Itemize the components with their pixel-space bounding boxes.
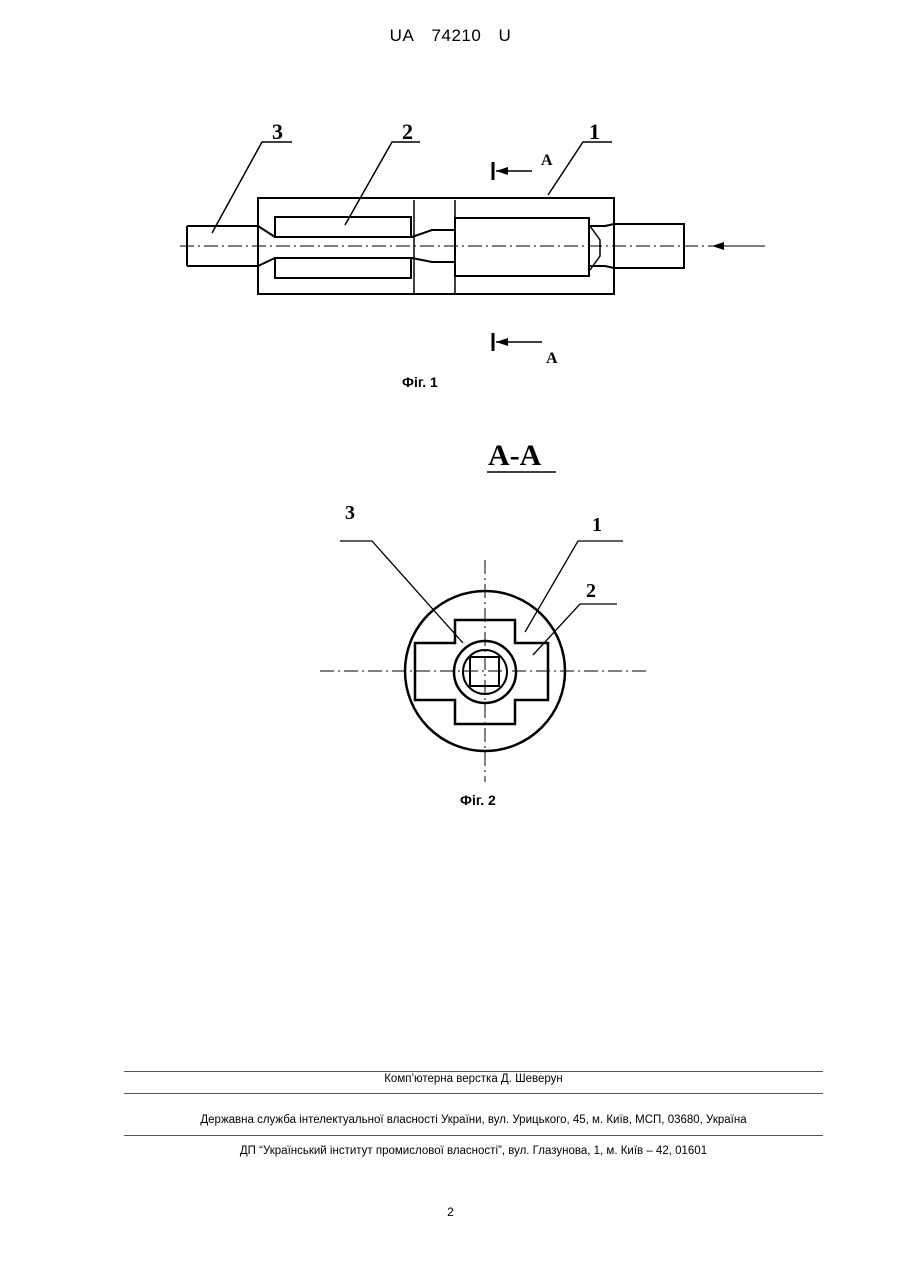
footer-agency: Державна служба інтелектуальної власност…	[124, 1114, 823, 1126]
leader-line-1	[525, 541, 623, 632]
section-marker-top-arrow	[496, 167, 508, 175]
leader-line-1	[548, 142, 612, 195]
footer-institute: ДП “Український інститут промислової вла…	[124, 1145, 823, 1157]
figure-2-caption: Фіг. 2	[460, 792, 496, 808]
label-2: 2	[402, 119, 413, 144]
footer-divider	[124, 1135, 823, 1136]
section-marker-bottom-arrow	[496, 338, 508, 346]
leader-line-2	[533, 604, 617, 655]
label-2: 2	[586, 580, 596, 602]
leader-line-2	[345, 142, 420, 225]
section-label-top: A	[541, 152, 553, 169]
insert-cross	[415, 620, 548, 724]
footer-divider	[124, 1093, 823, 1094]
label-1: 1	[589, 119, 600, 144]
right-insert-inner	[590, 226, 600, 270]
insert-upper	[275, 217, 411, 237]
page-number: 2	[0, 1205, 901, 1219]
leader-line-3	[340, 541, 463, 643]
figure-1-caption: Фіг. 1	[402, 374, 438, 390]
figure-1-drawing: 3 2 1 A A	[0, 0, 901, 400]
section-title: A-A	[488, 439, 542, 472]
leader-line-3	[212, 142, 292, 233]
right-insert	[455, 218, 589, 276]
label-3: 3	[272, 119, 283, 144]
footer-divider	[124, 1071, 823, 1072]
figure-2-drawing: A-A 3 1 2	[0, 400, 901, 800]
label-1: 1	[592, 514, 602, 536]
section-label-bottom: A	[546, 350, 558, 367]
label-3: 3	[345, 502, 355, 524]
footer-layout-credit: Комп’ютерна верстка Д. Шеверун	[124, 1073, 823, 1085]
flow-arrow-head	[712, 242, 724, 250]
insert-lower	[275, 258, 411, 278]
